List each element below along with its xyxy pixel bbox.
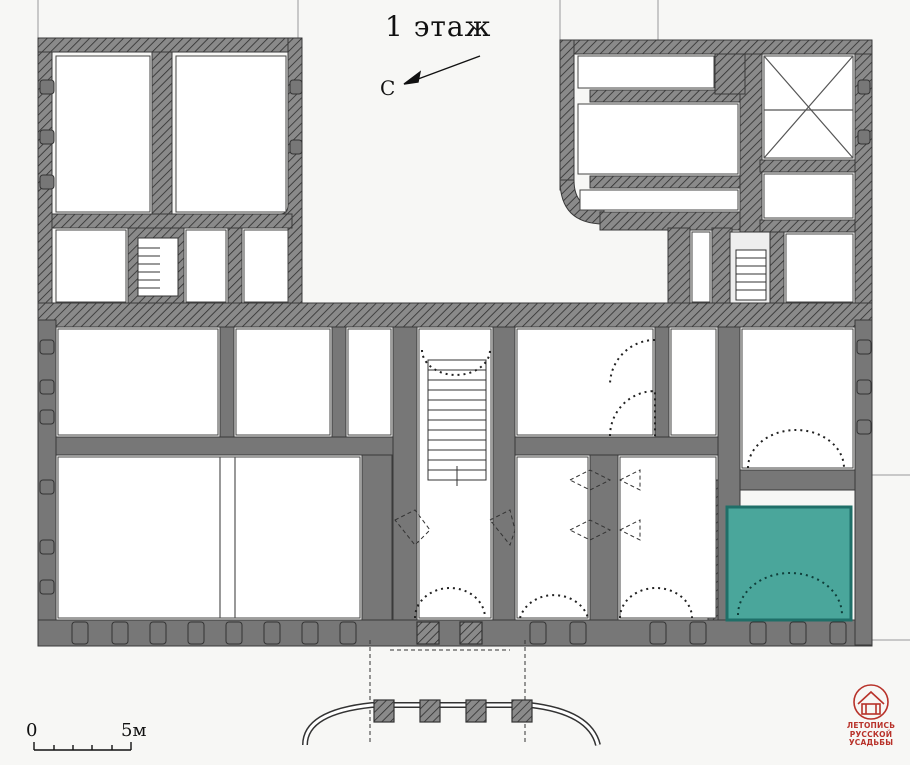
entrance-porch <box>302 621 601 746</box>
north-arrow <box>403 55 481 85</box>
walls-hatched <box>37 37 873 621</box>
highlighted-room[interactable] <box>725 505 853 622</box>
scale-bar <box>33 742 132 751</box>
side-staircases <box>137 237 767 301</box>
facade-pilasters <box>71 621 847 645</box>
north-label: С <box>380 76 396 100</box>
scale-end-label: 5м <box>121 720 147 741</box>
background-guides <box>37 0 910 641</box>
dashed-openings <box>369 469 641 745</box>
pilasters <box>39 79 872 595</box>
logo-line-3: УСАДЬБЫ <box>848 738 894 747</box>
logo-emblem <box>853 684 889 720</box>
logo-line-1: ЛЕТОПИСЬ <box>846 721 896 730</box>
highlighted-room-vault <box>737 572 843 616</box>
logo: ЛЕТОПИСЬ РУССКОЙ УСАДЬБЫ <box>838 682 904 762</box>
thin-partitions <box>219 55 854 618</box>
floor-title: 1 этаж <box>385 10 492 43</box>
scale-start-label: 0 <box>26 720 38 741</box>
logo-line-2: РУССКОЙ <box>849 729 893 739</box>
main-staircase <box>427 359 487 486</box>
